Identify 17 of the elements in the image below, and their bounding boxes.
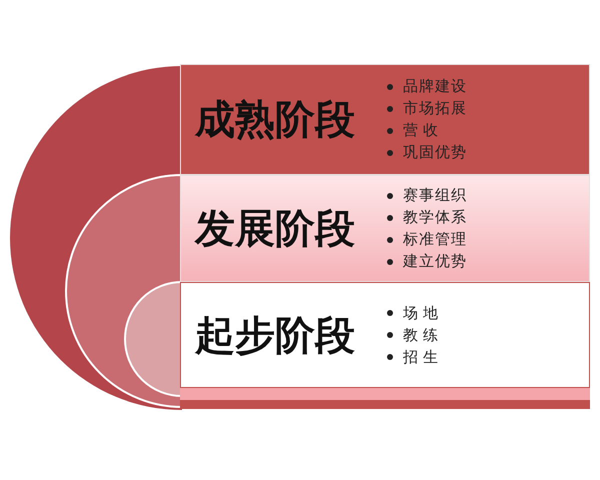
bullet-item: 建立优势 xyxy=(403,252,467,271)
bullet-item: 场地 xyxy=(403,304,443,322)
stage-band xyxy=(180,282,590,388)
stage-band xyxy=(180,175,590,282)
bullet-item: 品牌建设 xyxy=(403,77,467,96)
stage-heading: 起步阶段 xyxy=(194,310,356,360)
bullet-item: 营收 xyxy=(403,121,443,140)
bullet-item: 赛事组织 xyxy=(403,186,467,205)
bullet-item: 招生 xyxy=(403,348,443,366)
bullet-item: 教练 xyxy=(403,326,443,344)
stage-heading: 发展阶段 xyxy=(193,204,356,254)
bullet-item: 教学体系 xyxy=(403,208,467,227)
bullet-item: 巩固优势 xyxy=(403,143,467,162)
stage-heading: 成熟阶段 xyxy=(194,95,356,145)
bullet-item: 市场拓展 xyxy=(403,99,467,118)
stage-band xyxy=(180,64,590,175)
bullet-item: 标准管理 xyxy=(403,230,467,249)
